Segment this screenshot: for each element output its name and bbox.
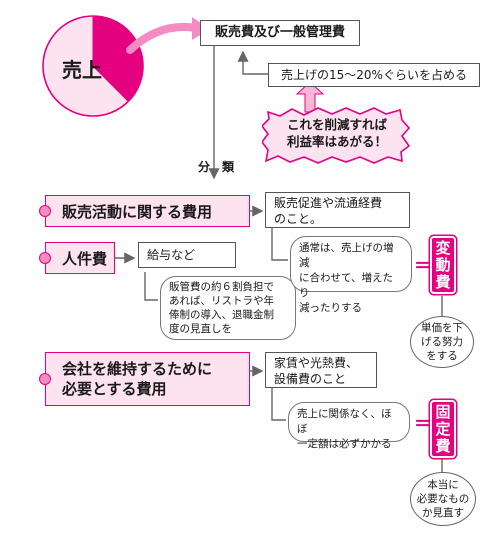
note-line-4: 度の見直しを	[169, 323, 232, 335]
detail-sales-activities: 販売促進や流通経費 のこと。	[265, 192, 410, 228]
detail-line-1: 販売促進や流通経費	[274, 196, 383, 210]
ratio-note-box: 売上げの15〜20%ぐらいを占める	[268, 63, 480, 87]
detail-line-2: のこと。	[274, 212, 323, 226]
detail-maintenance: 家賃や光熱費、 設備費のこと	[265, 352, 377, 388]
equals-sign-fixed: ＝	[414, 414, 432, 435]
sales-pie	[42, 15, 144, 117]
detail-line-1: 家賃や光熱費、	[274, 356, 359, 370]
category-title-line-2: 必要とする費用	[62, 380, 167, 398]
note-line-1: 販管費の約６割負担で	[169, 281, 274, 293]
tip-line-2: 必要なもの	[416, 493, 470, 505]
callout-line-1: これを削減すれば	[286, 117, 387, 132]
bullet-icon	[39, 205, 51, 217]
note-line-2: に合わせて、増えたり	[299, 272, 393, 299]
category-maintenance: 会社を維持するために 必要とする費用	[39, 352, 250, 406]
detail-personnel: 給与など	[138, 242, 236, 268]
note-fixed: 売上に関係なく、ほぼ 一定額は必ずかかる	[288, 402, 410, 450]
equals-sign-variable: ＝	[414, 256, 432, 277]
sales-label: 売上	[62, 58, 102, 82]
category-title: 販売活動に関する費用	[62, 202, 213, 221]
bullet-icon	[39, 252, 51, 264]
note-line-2: 一定額は必ずかかる	[297, 438, 392, 450]
classification-label: 分 類	[197, 160, 234, 174]
detail-line-2: 設備費のこと	[274, 372, 347, 386]
note-line-3: 減ったりする	[299, 302, 362, 314]
variable-cost-tip: 単価を下 げる努力 をする	[410, 316, 474, 368]
fixed-cost-badge: 固定費	[430, 400, 456, 458]
tip-line-2: げる努力	[421, 336, 463, 348]
note-personnel: 販管費の約６割負担で あれば、リストラや年 俸制の導入、退職金制 度の見直しを	[160, 276, 296, 340]
note-variable: 通常は、売上げの増減 に合わせて、増えたり 減ったりする	[290, 236, 412, 314]
category-sales-activities: 販売活動に関する費用	[39, 195, 250, 227]
category-personnel: 人件費	[39, 242, 115, 274]
ratio-to-expense-line	[237, 50, 270, 75]
tip-line-1: 単価を下	[421, 322, 463, 334]
sales-to-expense-arrow	[126, 23, 200, 54]
expense-title-box: 販売費及び一般管理費	[200, 20, 360, 46]
note-line-3: 俸制の導入、退職金制	[169, 309, 274, 321]
note-line-2: あれば、リストラや年	[169, 295, 274, 307]
bullet-icon	[39, 373, 51, 385]
tip-line-1: 本当に	[427, 479, 459, 491]
callout-line-2: 利益率はあがる！	[286, 134, 387, 149]
tip-line-3: か見直す	[422, 507, 464, 519]
category-title: 人件費	[62, 249, 108, 268]
variable-cost-badge: 変動費	[430, 236, 456, 294]
fixed-cost-tip: 本当に 必要なもの か見直す	[410, 472, 476, 526]
category-title-line-1: 会社を維持するために	[62, 360, 213, 378]
note-line-1: 通常は、売上げの増減	[299, 242, 394, 269]
callout-text: これを削減すれば 利益率はあがる！	[262, 116, 412, 150]
note-line-1: 売上に関係なく、ほぼ	[297, 408, 392, 435]
callout-burst	[262, 107, 411, 164]
tip-line-3: をする	[426, 350, 458, 362]
